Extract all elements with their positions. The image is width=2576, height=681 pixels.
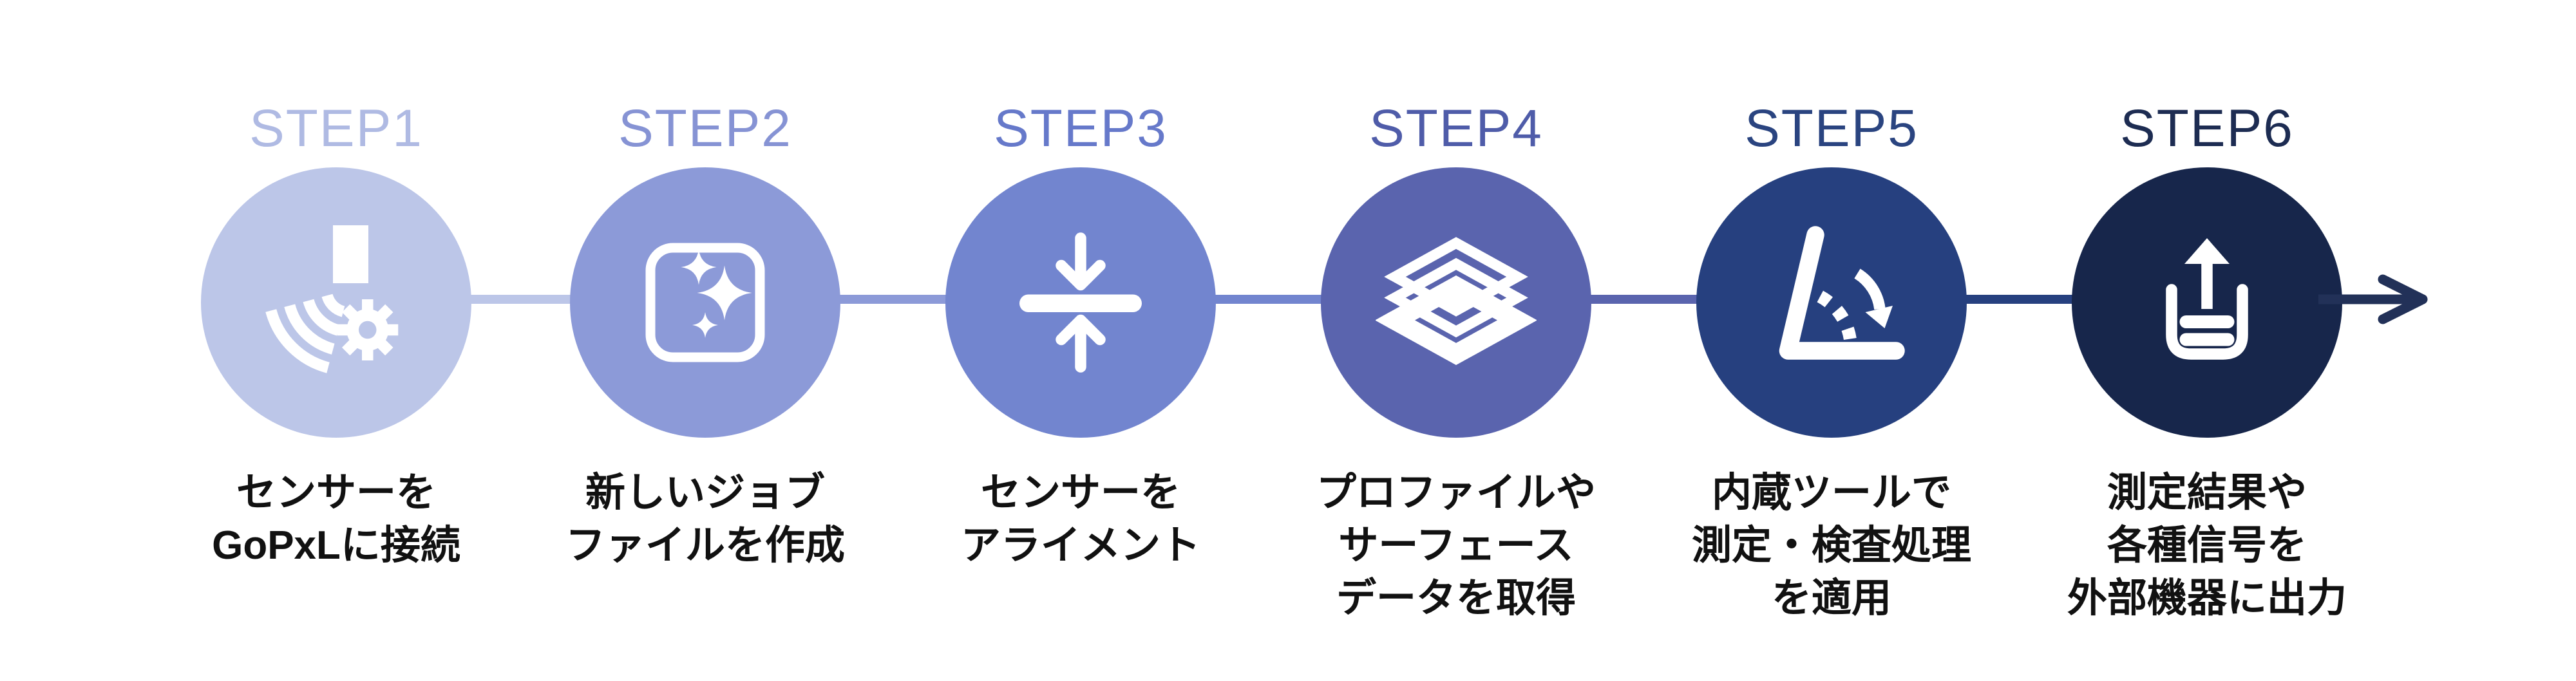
step-3-label: STEP3	[994, 99, 1168, 158]
step-5-label: STEP5	[1745, 99, 1918, 158]
step-1-caption: センサーを GoPxLに接続	[212, 471, 460, 568]
step-4-caption: プロファイルや サーフェース データを取得	[1316, 471, 1596, 620]
measurement-angle-tool-icon	[1779, 226, 1905, 360]
step-2-circle	[570, 167, 840, 438]
step-2-label: STEP2	[618, 99, 792, 158]
step-1-circle	[201, 167, 471, 438]
step-6-caption: 測定結果や 各種信号を 外部機器に出力	[2067, 471, 2347, 620]
step-1: STEP1 センサーを GoPxLに接	[156, 0, 516, 681]
flow-arrow-icon	[2318, 274, 2428, 324]
output-upload-icon	[2166, 238, 2248, 360]
sensor-scan-gear-icon	[265, 225, 399, 373]
step-5-circle	[1696, 167, 1967, 438]
sensor-alignment-icon	[1019, 232, 1142, 373]
step-5: STEP5 内蔵ツールで 測定・検査処理 を適用	[1651, 0, 2012, 681]
step-2-caption: 新しいジョブ ファイルを作成	[565, 471, 845, 568]
step-6-label: STEP6	[2120, 99, 2294, 158]
step-4: STEP4 プロファイルや サーフェース データを取得	[1276, 0, 1636, 681]
step-3: STEP3 センサーを アライメント	[900, 0, 1261, 681]
step-1-label: STEP1	[249, 99, 423, 158]
step-3-caption: センサーを アライメント	[960, 471, 1200, 568]
profile-surface-data-layers-icon	[1376, 237, 1537, 366]
step-6-circle	[2072, 167, 2342, 438]
step-5-caption: 内蔵ツールで 測定・検査処理 を適用	[1691, 471, 1971, 620]
step-4-label: STEP4	[1369, 99, 1543, 158]
new-job-file-sparkles-icon	[645, 243, 765, 362]
step-6: STEP6 測定結果や 各種信号を 外部機器に出力	[2027, 0, 2387, 681]
step-3-circle	[945, 167, 1216, 438]
step-4-circle	[1321, 167, 1591, 438]
step-2: STEP2 新しいジョブ ファイルを作成	[525, 0, 886, 681]
